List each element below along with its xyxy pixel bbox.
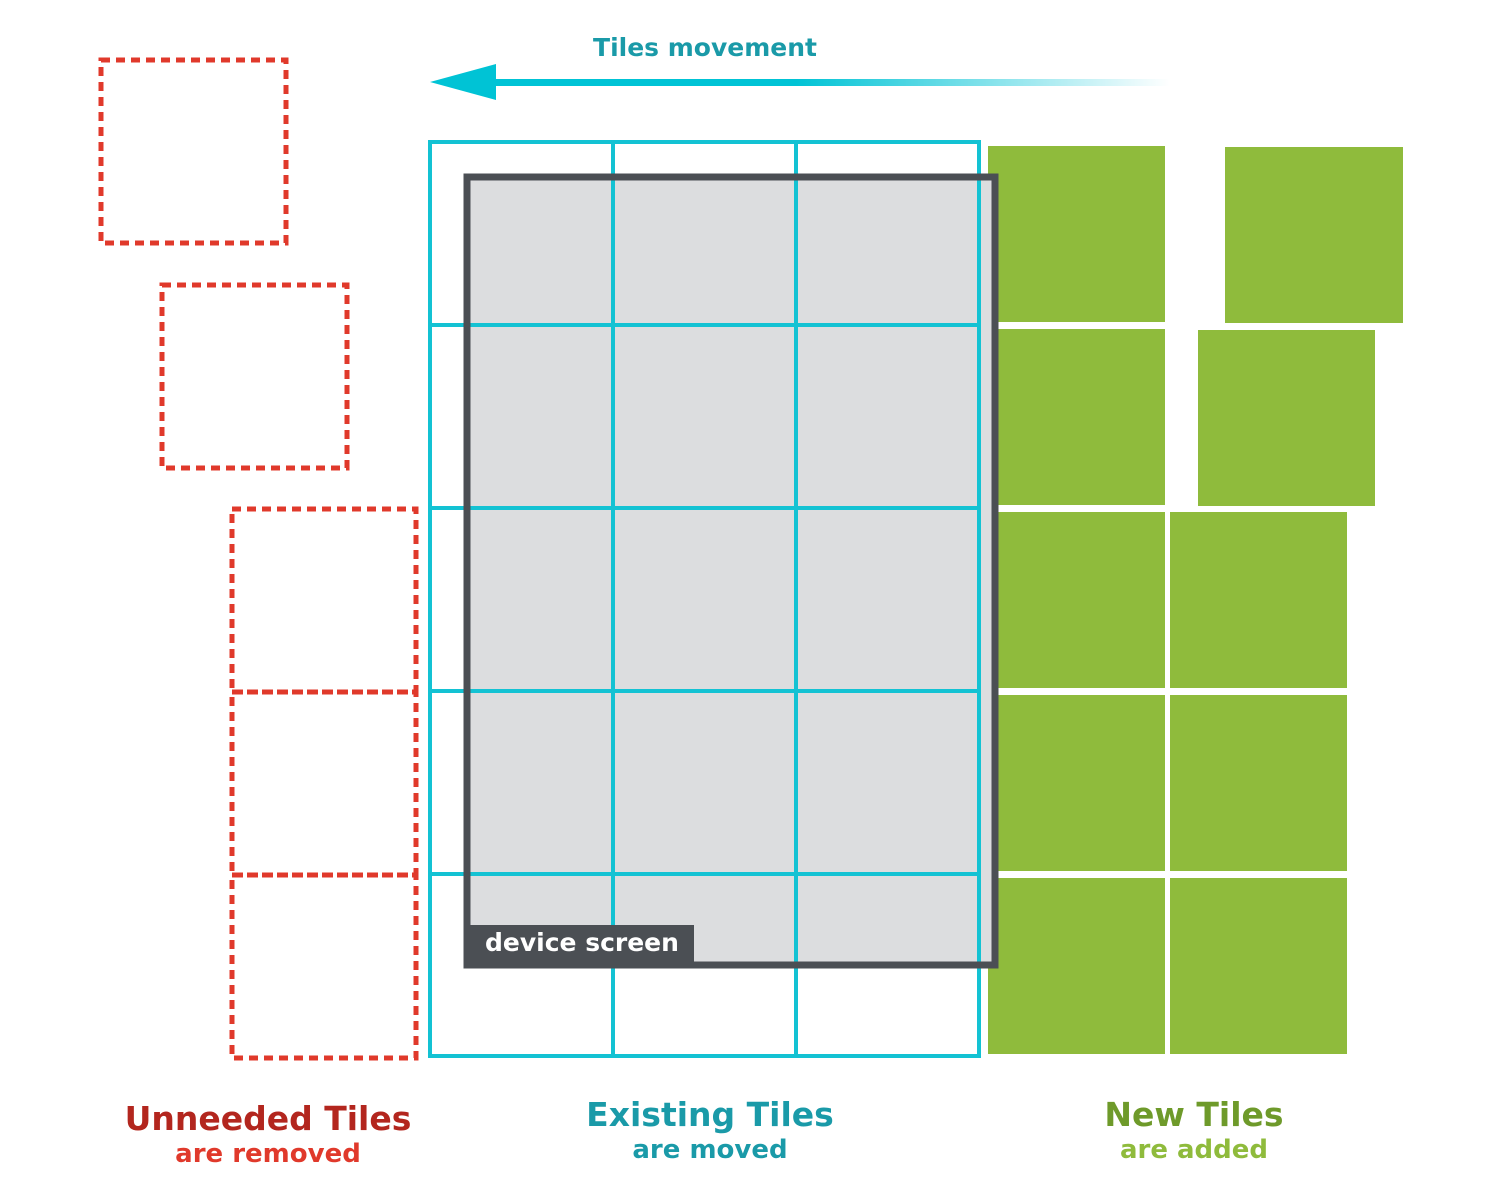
new-tile (1170, 512, 1347, 688)
unneeded-tile (229, 689, 419, 878)
arrow-head-icon (430, 64, 496, 100)
device-screen-fill (469, 179, 993, 963)
new-tiles (988, 146, 1403, 1054)
caption-existing-tiles: Existing Tiles are moved (530, 1096, 890, 1166)
caption-unneeded-title: Unneeded Tiles (124, 1099, 412, 1138)
unneeded-tiles (98, 57, 419, 1061)
caption-new-tiles: New Tiles are added (1014, 1096, 1374, 1166)
movement-arrow (430, 64, 1170, 100)
caption-unneeded-tiles: Unneeded Tiles are removed (88, 1100, 448, 1170)
caption-new-subtitle: are added (1119, 1135, 1269, 1165)
existing-grid-border (428, 140, 981, 1058)
device-screen-frame (463, 173, 999, 969)
caption-new-title: New Tiles (1104, 1095, 1284, 1134)
arrow-shaft (490, 79, 1170, 86)
new-tile (988, 329, 1165, 505)
new-tile (988, 695, 1165, 871)
new-tile (1170, 878, 1347, 1054)
device-screen-label-bg (467, 925, 694, 965)
caption-unneeded-subtitle: are removed (175, 1139, 361, 1169)
unneeded-tile (229, 872, 419, 1061)
new-tile (988, 146, 1165, 322)
caption-existing-subtitle: are moved (632, 1135, 788, 1165)
new-tile (1170, 695, 1347, 871)
unneeded-tile (229, 506, 419, 695)
movement-label: Tiles movement (593, 33, 817, 62)
unneeded-tile (159, 282, 350, 471)
caption-existing-title: Existing Tiles (586, 1095, 834, 1134)
device-screen-label: device screen (485, 928, 679, 957)
new-tile (988, 878, 1165, 1054)
unneeded-tile (98, 57, 289, 246)
new-tile (1198, 330, 1375, 506)
new-tile (988, 512, 1165, 688)
existing-tiles-grid (428, 140, 981, 1058)
new-tile (1225, 147, 1403, 323)
